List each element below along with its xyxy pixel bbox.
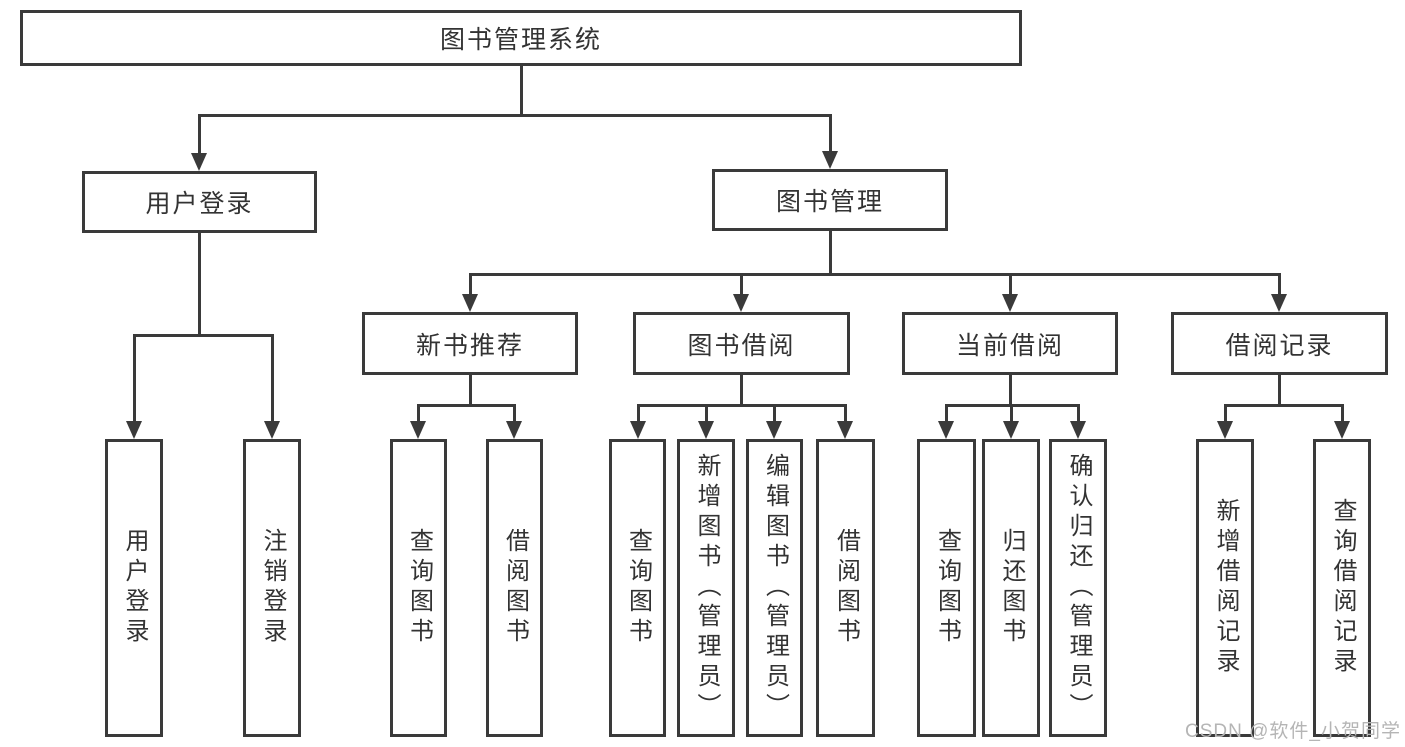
node-label: 用户登录 [121,528,148,648]
connector-arrow [1217,421,1233,439]
connector-arrow [822,151,838,169]
connector-arrow [766,421,782,439]
node-label: 归还图书 [998,528,1025,648]
node-leaf-user-login: 用户登录 [105,439,163,737]
connector-line [773,404,776,422]
connector-line [469,273,472,295]
node-label: 新增借阅记录 [1212,498,1239,678]
connector-arrow [938,421,954,439]
connector-arrow [1003,421,1019,439]
node-new-book-recommend: 新书推荐 [362,312,578,375]
node-leaf-borrow-books: 借阅图书 [816,439,875,737]
connector-line [198,114,201,154]
connector-arrow [191,153,207,171]
node-user-login: 用户登录 [82,171,317,233]
connector-line [198,233,201,336]
node-label: 查询图书 [405,528,433,648]
node-library-management-system: 图书管理系统 [20,10,1022,66]
node-label: 新书推荐 [415,331,524,360]
connector-line [740,273,743,295]
connector-line [198,114,832,117]
node-leaf-add-borrow-record: 新增借阅记录 [1196,439,1254,737]
node-label: 注销登录 [259,528,286,648]
connector-arrow [1070,421,1086,439]
node-label: 当前借阅 [955,331,1064,360]
connector-line [133,334,136,422]
connector-line [1278,375,1281,406]
connector-arrow [733,294,749,312]
connector-line [1341,404,1344,422]
connector-line [1224,404,1343,407]
node-leaf-query-books-current: 查询图书 [917,439,976,737]
connector-line [844,404,847,422]
connector-line [1077,404,1080,422]
connector-line [133,334,274,337]
node-borrow-records: 借阅记录 [1171,312,1388,375]
connector-line [469,273,1281,276]
node-label: 确认归还（管理员） [1065,453,1092,723]
node-label: 借阅记录 [1225,331,1334,360]
watermark: CSDN @软件_小贺同学 [1185,721,1401,742]
node-label: 查询图书 [933,528,961,648]
connector-line [945,404,948,422]
connector-arrow [1334,421,1350,439]
connector-arrow [264,421,280,439]
node-leaf-query-books-borrow: 查询图书 [609,439,666,737]
node-label: 图书管理 [775,188,884,216]
connector-arrow [1271,294,1287,312]
connector-line [1009,273,1012,295]
node-label: 查询借阅记录 [1329,498,1356,678]
node-leaf-return-books: 归还图书 [982,439,1040,737]
connector-arrow [698,421,714,439]
node-leaf-logout: 注销登录 [243,439,301,737]
connector-line [1278,273,1281,295]
connector-arrow [1002,294,1018,312]
connector-line [829,231,832,275]
node-book-management: 图书管理 [712,169,948,231]
connector-line [1224,404,1227,422]
connector-arrow [506,421,522,439]
node-current-borrow: 当前借阅 [902,312,1118,375]
connector-line [637,404,640,422]
connector-arrow [462,294,478,312]
node-book-borrow: 图书借阅 [633,312,850,375]
node-label: 借阅图书 [832,528,860,648]
connector-arrow [630,421,646,439]
node-leaf-borrow-books-recommend: 借阅图书 [486,439,543,737]
node-label: 图书借阅 [687,331,796,360]
node-leaf-add-books-admin: 新增图书（管理员） [677,439,735,737]
node-label: 新增图书（管理员） [693,453,720,723]
node-label: 图书管理系统 [439,26,602,54]
connector-line [271,334,274,422]
node-leaf-query-books-recommend: 查询图书 [390,439,447,737]
connector-line [417,404,515,407]
node-leaf-edit-books-admin: 编辑图书（管理员） [746,439,803,737]
connector-line [513,404,516,422]
connector-line [829,114,832,152]
connector-line [520,66,523,115]
connector-arrow [126,421,142,439]
node-label: 借阅图书 [501,528,529,648]
node-label: 编辑图书（管理员） [761,453,789,723]
connector-line [637,404,846,407]
node-leaf-query-borrow-record: 查询借阅记录 [1313,439,1371,737]
node-label: 用户登录 [145,190,254,218]
connector-arrow [410,421,426,439]
connector-line [705,404,708,422]
connector-line [740,375,743,406]
connector-line [417,404,420,422]
connector-line [1010,404,1013,422]
connector-line [469,375,472,406]
node-leaf-confirm-return-admin: 确认归还（管理员） [1049,439,1107,737]
connector-line [1009,375,1012,406]
node-label: 查询图书 [624,528,652,648]
connector-arrow [837,421,853,439]
